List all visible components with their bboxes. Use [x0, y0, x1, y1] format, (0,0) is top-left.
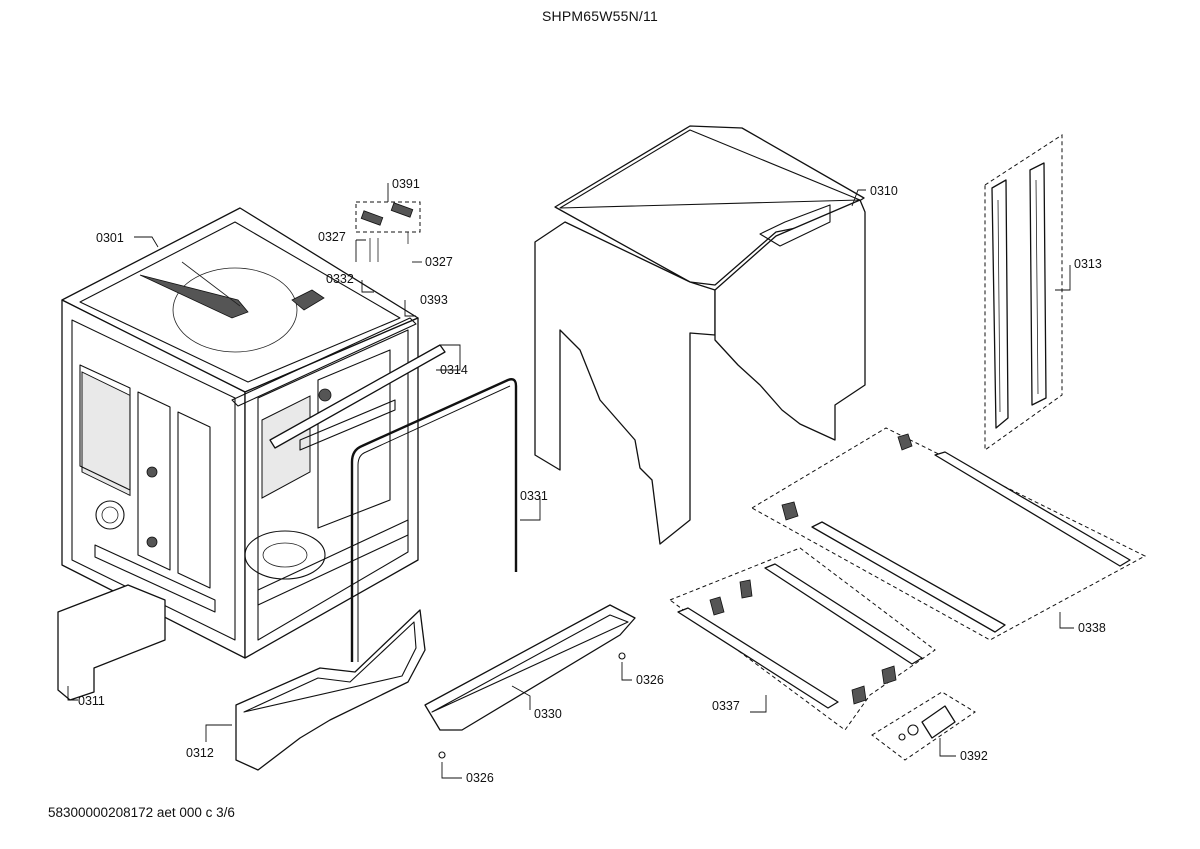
group-0338-outline: [750, 427, 1147, 641]
part-0338-rail-b: [811, 521, 1006, 633]
part-0392-tube: [921, 705, 956, 739]
group-0313-outline: [984, 134, 1063, 451]
label-0338: 0338: [1078, 621, 1106, 635]
label-0327-b: 0327: [425, 255, 453, 269]
part-0313-strip-a: [991, 179, 1009, 429]
part-0331-gasket-inner: [357, 385, 511, 662]
part-0392-ring-a: [907, 724, 919, 736]
label-0313: 0313: [1074, 257, 1102, 271]
group-0392-outline: [871, 691, 976, 761]
part-0391-clip-b: [390, 202, 414, 218]
label-0301: 0301: [96, 231, 124, 245]
part-0313-strip-b: [1029, 162, 1047, 406]
part-0337-clip-c: [851, 685, 867, 705]
part-0310-shroud: [534, 125, 866, 545]
label-0326-b: 0326: [466, 771, 494, 785]
label-0332: 0332: [326, 272, 354, 286]
label-0330: 0330: [534, 707, 562, 721]
part-0312-edge: [243, 621, 417, 713]
label-0337: 0337: [712, 699, 740, 713]
label-0393: 0393: [420, 293, 448, 307]
label-0331: 0331: [520, 489, 548, 503]
part-0338-clip-a: [897, 433, 913, 451]
part-0301-tub: [61, 207, 419, 659]
part-0337-rail-a: [764, 563, 923, 665]
part-0331-gasket: [350, 378, 518, 662]
part-0338-rail-a: [934, 451, 1131, 567]
part-0337-clip-b: [739, 579, 753, 599]
part-0327-screws: [369, 232, 409, 262]
label-0327-a: 0327: [318, 230, 346, 244]
part-0312-cover: [235, 609, 426, 771]
part-0337-rail-b: [677, 607, 839, 709]
label-0326-a: 0326: [636, 673, 664, 687]
part-0391-clip-a: [360, 210, 384, 226]
part-0338-clip-b: [781, 501, 799, 521]
diagram-footer-code: 58300000208172 aet 000 c 3/6: [48, 805, 235, 820]
part-0337-clip-d: [881, 665, 897, 685]
label-0310: 0310: [870, 184, 898, 198]
part-0392-ring-b: [898, 733, 906, 741]
part-0326-screw-b: [438, 751, 446, 759]
label-0314: 0314: [440, 363, 468, 377]
part-0326-screw-a: [618, 652, 626, 660]
label-0311: 0311: [78, 694, 105, 708]
label-0391: 0391: [392, 177, 420, 191]
label-0312: 0312: [186, 746, 214, 760]
part-0337-clip-a: [709, 596, 725, 616]
part-0311-panel: [57, 584, 166, 701]
diagram-title: SHPM65W55N/11: [542, 8, 658, 24]
part-0314-seal: [269, 344, 446, 449]
label-0392: 0392: [960, 749, 988, 763]
part-0313-strip-lines: [997, 179, 1039, 413]
leader-lines: [67, 183, 1074, 779]
part-0330-edge: [431, 614, 629, 713]
